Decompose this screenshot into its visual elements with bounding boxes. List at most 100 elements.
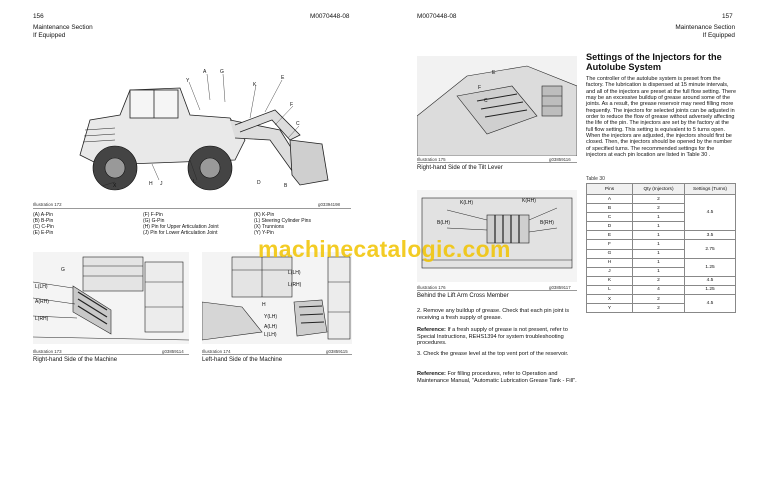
legend-item: (X) Trunnions — [254, 224, 285, 230]
legend-item: (L) Steering Cylinder Pins — [254, 218, 311, 224]
callout-y: Y — [186, 78, 190, 84]
callout-h: H — [149, 181, 153, 187]
qty-cell: 2 — [632, 303, 685, 314]
callout-e: E — [281, 75, 285, 81]
right-doc-id: M0070448-08 — [417, 13, 457, 20]
legend-col-3: (K) K-Pin (L) Steering Cylinder Pins (X)… — [254, 212, 311, 236]
settings-title: Settings of the Injectors for the Autolu… — [586, 52, 736, 73]
callout-alh-174: A(LH) — [264, 324, 278, 330]
callout-l: L — [193, 179, 196, 185]
left-section: Maintenance Section — [33, 24, 93, 31]
table30-label: Table 30 — [586, 176, 605, 182]
table-header: Pins — [586, 183, 633, 195]
qty-cell: 4 — [632, 284, 685, 296]
step-2: 2. Remove any buildup of grease. Check t… — [417, 308, 570, 321]
qty-cell: 2 — [632, 294, 685, 305]
tilt-lever-illustration — [417, 56, 577, 156]
qty-cell: 2 — [632, 275, 685, 286]
callout-h-174: H — [262, 302, 266, 308]
illus174-caption: Left-hand Side of the Machine — [202, 357, 283, 363]
divider — [417, 162, 577, 163]
legend-item: (K) K-Pin — [254, 212, 275, 218]
pin-cell: L — [586, 284, 633, 296]
callout-j: J — [160, 181, 163, 187]
divider — [202, 354, 352, 355]
illus175-label: Illustration 175 — [417, 157, 446, 162]
left-subsection: If Equipped — [33, 32, 66, 39]
legend-item: (E) E-Pin — [33, 230, 54, 236]
qty-cell: 2 — [632, 193, 685, 205]
pin-cell: C — [586, 212, 633, 223]
settings-title-line: Settings of the Injectors for the — [586, 52, 722, 62]
left-page-number: 156 — [33, 13, 44, 20]
right-section: Maintenance Section — [675, 24, 735, 31]
illus174-label: Illustration 174 — [202, 349, 231, 354]
legend-item: (H) Pin for Upper Articulation Joint — [143, 224, 219, 230]
callout-lrh-173: L(RH) — [35, 316, 49, 322]
pin-cell: G — [586, 248, 633, 259]
legend-item: (B) B-Pin — [33, 218, 54, 224]
callout-brh-176: B(RH) — [540, 220, 554, 226]
table-header: Settings (Turns) — [684, 183, 736, 195]
callout-f-175: F — [478, 85, 482, 91]
illus174-ref: g03859115 — [326, 349, 348, 354]
callout-llh-174: L(LH) — [288, 270, 301, 276]
legend-item: (G) G-Pin — [143, 218, 165, 224]
settings-cell: 1.25 — [684, 284, 736, 296]
qty-cell: 1 — [632, 239, 685, 250]
settings-cell: 3.5 — [684, 230, 736, 241]
settings-title-line: Autolube System — [586, 62, 662, 73]
illus172-label: Illustration 172 — [33, 202, 62, 207]
pin-cell: K — [586, 275, 633, 286]
reference-label: Reference: — [417, 371, 446, 377]
callout-g: G — [220, 69, 224, 75]
qty-cell: 1 — [632, 266, 685, 277]
callout-krh-176: K(RH) — [522, 198, 536, 204]
legend-col-1: (A) A-Pin (B) B-Pin (C) C-Pin (E) E-Pin — [33, 212, 54, 236]
legend-item: (J) Pin for Lower Articulation Joint — [143, 230, 218, 236]
settings-cell: 2.75 — [684, 239, 736, 259]
legend-col-2: (F) F-Pin (G) G-Pin (H) Pin for Upper Ar… — [143, 212, 219, 236]
callout-x: X — [113, 183, 117, 189]
settings-cell: 4.5 — [684, 294, 736, 314]
illus175-ref: g03859116 — [549, 157, 571, 162]
pin-cell: A — [586, 193, 633, 205]
pin-cell: Y — [586, 303, 633, 314]
reference-label: Reference: — [417, 327, 446, 333]
legend-item: (C) C-Pin — [33, 224, 54, 230]
callout-k: K — [253, 82, 257, 88]
illus172-ref: g03394198 — [318, 202, 340, 207]
reference-2: Reference: For filling procedures, refer… — [417, 371, 579, 384]
qty-cell: 2 — [632, 203, 685, 214]
settings-cell: 4.5 — [684, 193, 736, 232]
callout-blh-176: B(LH) — [437, 220, 451, 226]
pin-cell: J — [586, 266, 633, 277]
left-doc-id: M0070448-08 — [310, 13, 350, 20]
callout-klh-176: K(LH) — [460, 200, 474, 206]
illus176-ref: g03859117 — [549, 285, 571, 290]
callout-f: F — [290, 102, 294, 108]
qty-cell: 1 — [632, 221, 685, 232]
qty-cell: 1 — [632, 212, 685, 223]
divider — [417, 290, 577, 291]
divider — [33, 208, 351, 209]
pin-cell: B — [586, 203, 633, 214]
lift-arm-cross-member-illustration — [417, 190, 577, 282]
wheel-loader-illustration — [79, 73, 329, 191]
legend-item: (A) A-Pin — [33, 212, 54, 218]
qty-cell: 1 — [632, 248, 685, 259]
illus175-caption: Right-hand Side of the Tilt Lever — [417, 165, 503, 171]
step-3: 3. Check the grease level at the top ven… — [417, 351, 569, 357]
right-side-machine-illustration — [33, 252, 189, 344]
